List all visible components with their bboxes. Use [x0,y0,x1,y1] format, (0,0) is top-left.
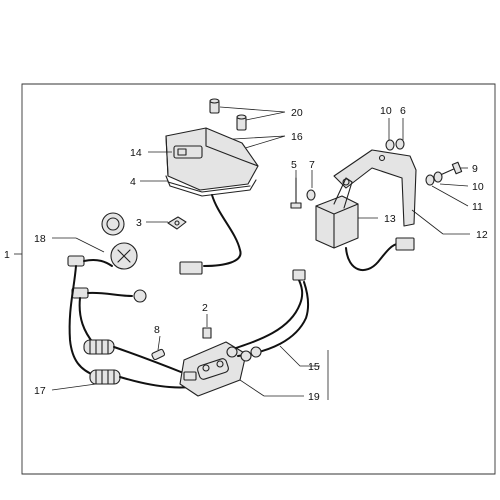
callout-11: 11 [472,201,483,213]
callout-5: 5 [291,159,297,171]
callout-10b: 10 [472,181,484,193]
leader-15 [279,345,320,367]
housing-connector [179,261,203,275]
callout-2: 2 [202,302,208,314]
leader-18b [75,237,105,253]
callout-9: 9 [472,163,478,175]
leader-19 [239,379,265,397]
left-harness-lower [78,291,133,345]
leader-12 [411,209,444,235]
leader-11 [431,185,469,207]
callout-14: 14 [130,147,142,159]
callout-17: 17 [34,385,46,397]
callout-16: 16 [291,131,303,143]
part-switch-housing [165,127,259,197]
control-unit-connector [395,237,415,251]
leader-8 [157,335,161,351]
part-tie-clip [202,327,212,339]
part-right-washers [425,171,443,186]
part-main-harness [226,269,310,362]
callout-13: 13 [384,213,396,225]
part-control-unit [315,177,359,249]
callout-7: 7 [309,159,315,171]
callout-20: 20 [291,107,303,119]
callout-6: 6 [400,105,406,117]
callout-4: 4 [130,176,136,188]
leader-10b [439,183,469,187]
leader-20 [219,106,286,121]
part-bolt [290,177,302,209]
callout-15: 15 [308,361,320,373]
control-unit-cable [345,243,399,272]
part-fuse [151,348,166,361]
callout-18: 18 [34,233,46,245]
part-left-switches [67,212,147,303]
callout-8: 8 [154,324,160,336]
callout-12: 12 [476,229,488,241]
part-washer-7 [306,189,316,201]
leader-17 [51,383,97,391]
housing-cable [203,194,242,267]
callout-19: 19 [308,391,320,403]
part-sleeves [83,339,121,385]
left-harness-upper [68,258,113,377]
part-upper-nut [385,138,405,151]
part-spacers [209,98,247,131]
callout-1: 1 [4,249,10,261]
callout-3: 3 [136,217,142,229]
callout-10a: 10 [380,105,392,117]
part-clip [167,216,187,230]
assembly-frame [21,83,496,475]
